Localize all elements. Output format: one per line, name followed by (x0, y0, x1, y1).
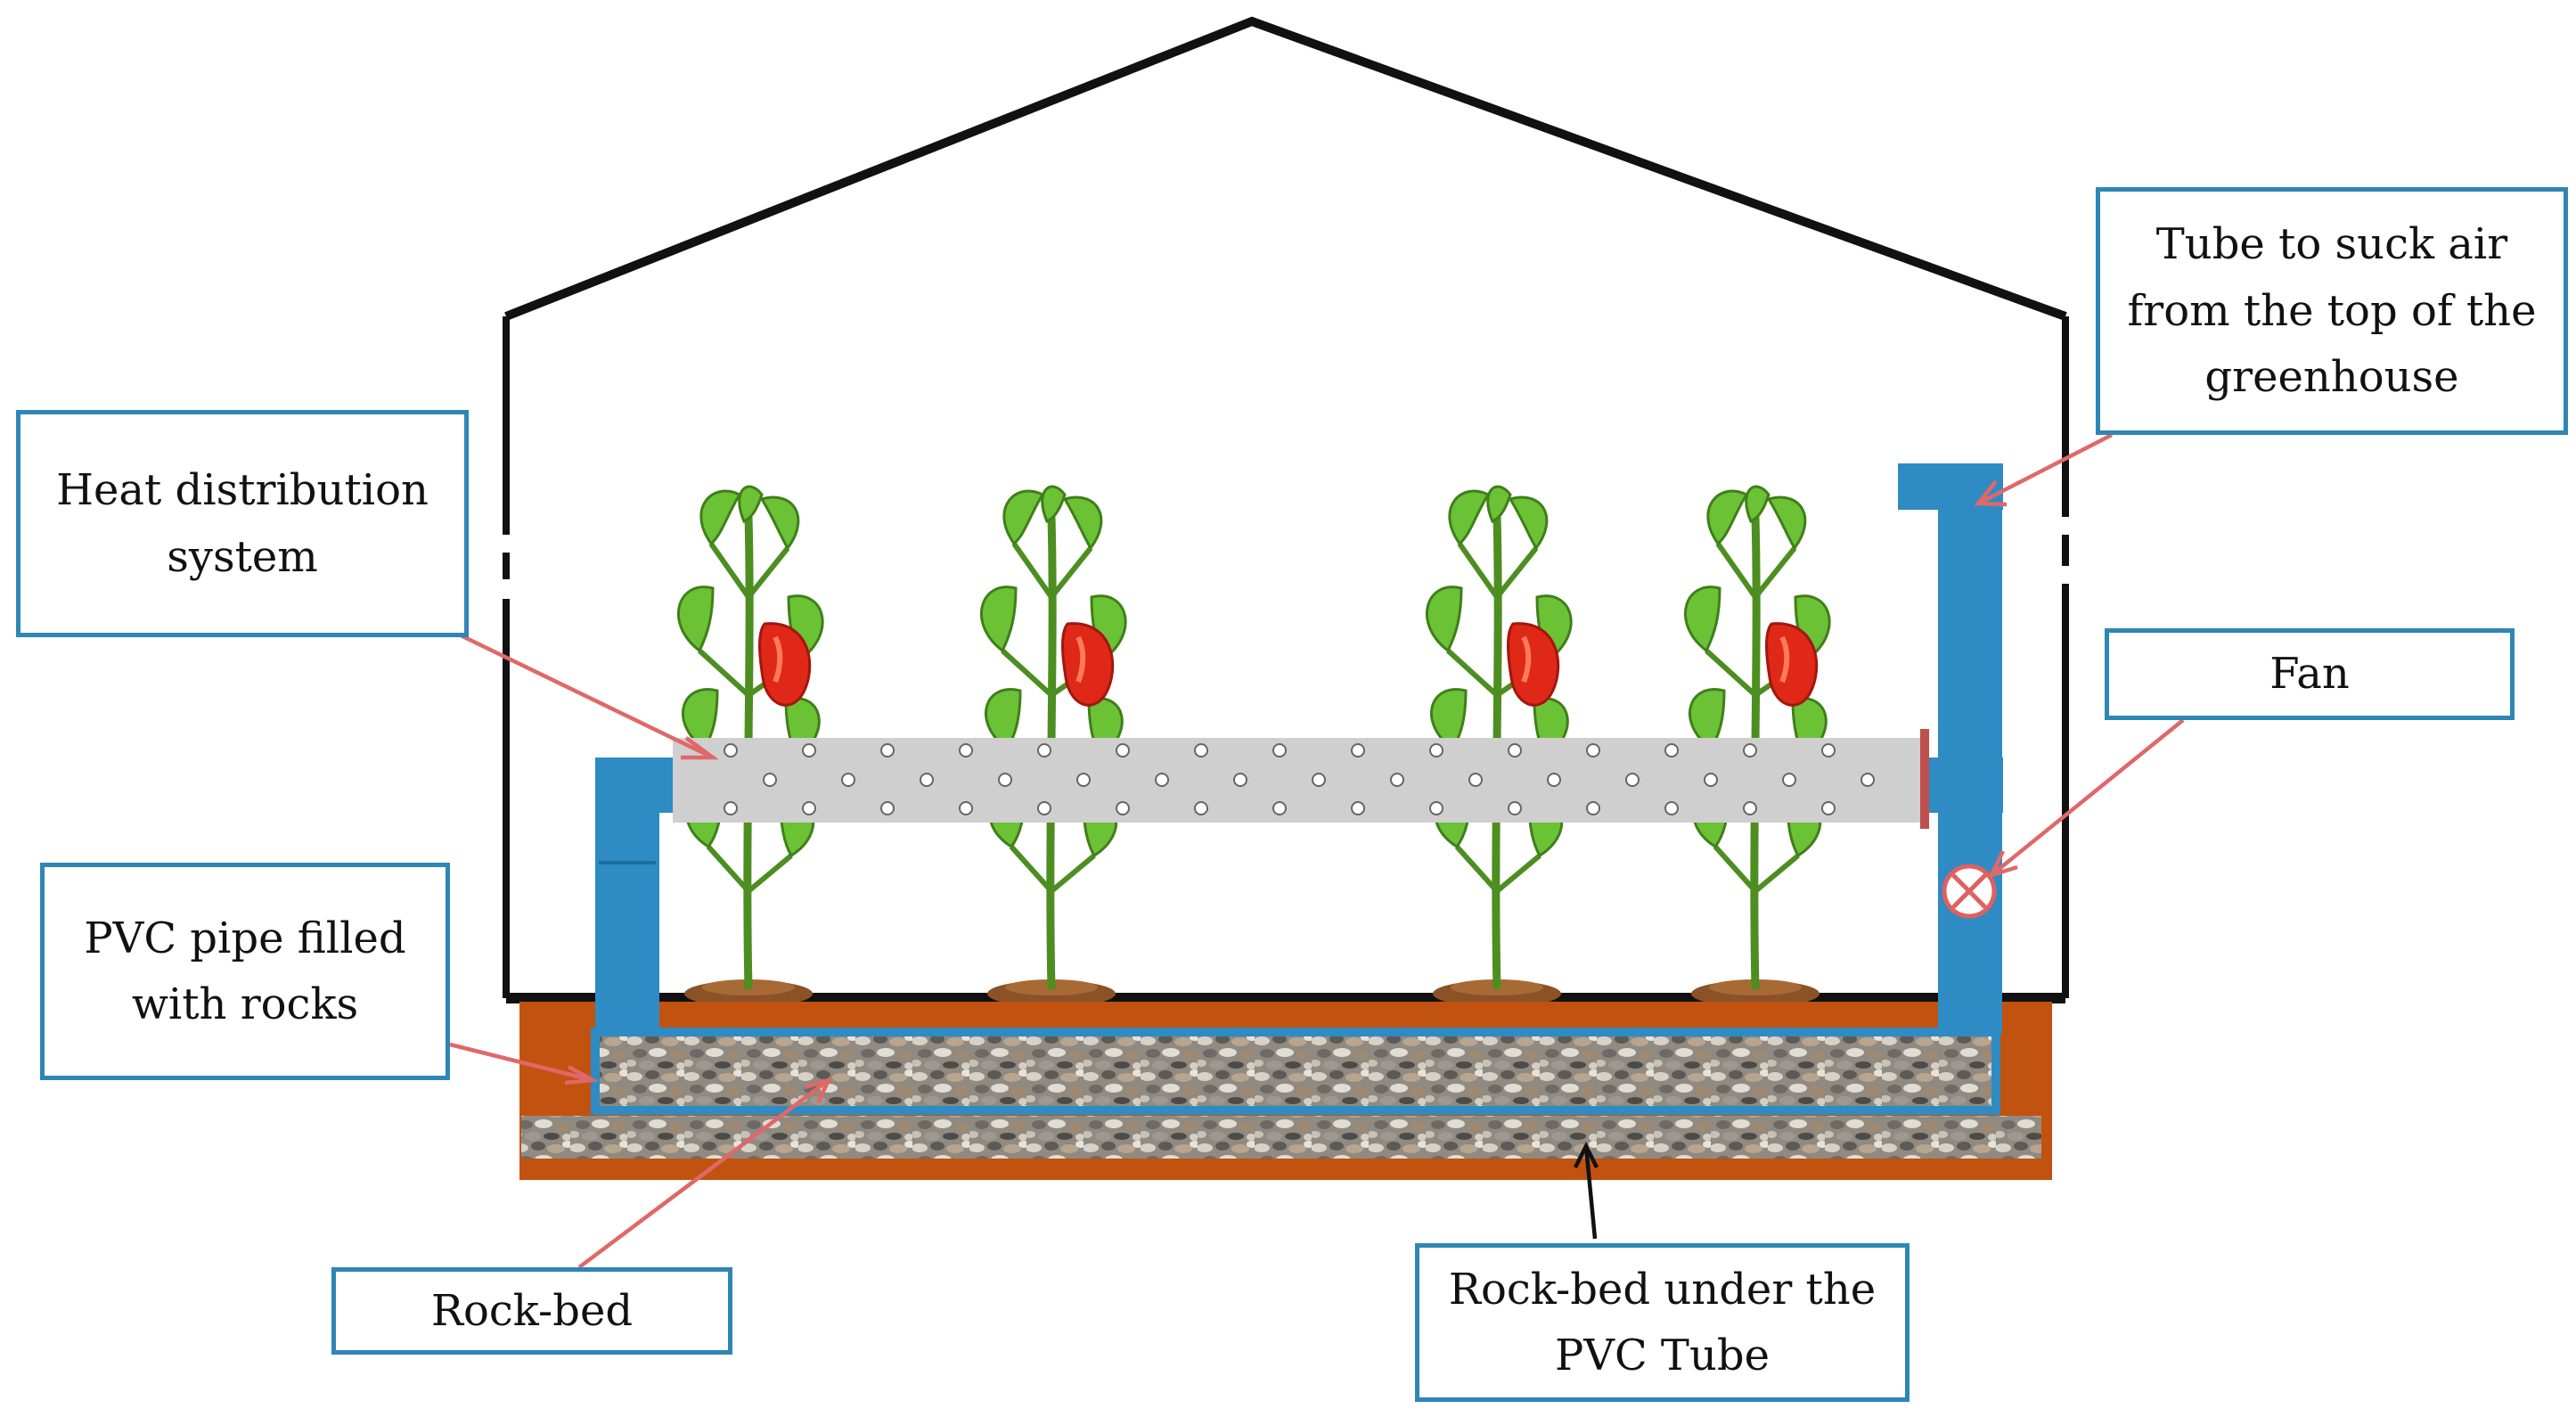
pipe-hole (1076, 773, 1091, 787)
label-line: Rock-bed (430, 1285, 634, 1336)
pipe-hole (1664, 743, 1679, 758)
greenhouse-roof (504, 16, 2067, 321)
pipe-hole (1586, 743, 1600, 758)
pipe-hole (1704, 773, 1718, 787)
pipe-hole (880, 801, 895, 815)
pipe-hole (1664, 801, 1679, 815)
pipe-hole (1155, 773, 1169, 787)
label-line: system (167, 531, 318, 582)
pipe-hole (1351, 801, 1365, 815)
label-line: Fan (2269, 649, 2350, 700)
pipe-hole (920, 773, 934, 787)
pipe-hole (763, 773, 777, 787)
left-blue-pipe (595, 758, 675, 1034)
label-fan: Fan (2105, 628, 2515, 720)
pipe-hole (1743, 801, 1757, 815)
pipe-hole (1312, 773, 1326, 787)
pipe-hole (1194, 801, 1208, 815)
pipe-hole (1116, 801, 1130, 815)
pipe-hole (1508, 743, 1522, 758)
pipe-hole (1351, 743, 1365, 758)
pipe-hole (841, 773, 855, 787)
pipe-hole (1468, 773, 1483, 787)
pipe-hole (724, 743, 738, 758)
pipe-hole (1821, 801, 1836, 815)
pipe-hole (1037, 801, 1051, 815)
fan-icon (1942, 864, 1997, 919)
pipe-hole (1429, 801, 1443, 815)
label-line: Tube to suck air (2155, 219, 2508, 270)
pipe-hole (1272, 801, 1287, 815)
pipe-hole (1390, 773, 1404, 787)
arrow-heat-distribution (458, 632, 719, 760)
pipe-hole (1586, 801, 1600, 815)
label-line: PVC Tube (1554, 1331, 1770, 1380)
label-line: greenhouse (2204, 352, 2459, 403)
label-pvc-pipe-filled-with-rocks: PVC pipe filled with rocks (40, 863, 450, 1080)
label-line: Rock-bed under the (1448, 1264, 1877, 1315)
pipe-hole (998, 773, 1012, 787)
label-line: from the top of the (2127, 285, 2537, 336)
pipe-hole (1625, 773, 1640, 787)
arrow-rock-bed (577, 1077, 833, 1269)
label-heat-distribution-system: Heat distribution system (16, 410, 469, 637)
label-line: with rocks (131, 979, 359, 1029)
label-line: Heat distribution (56, 465, 429, 516)
pipe-hole (1194, 743, 1208, 758)
pipe-hole (802, 743, 816, 758)
pipe-hole (1860, 773, 1875, 787)
pvc-pipe-with-rocks (591, 1028, 2000, 1115)
pipe-hole (1037, 743, 1051, 758)
pipe-hole (1116, 743, 1130, 758)
pipe-hole (1272, 743, 1287, 758)
pipe-hole (880, 743, 895, 758)
arrow-tube-suck-air (1974, 432, 2114, 507)
pipe-hole (959, 743, 973, 758)
arrow-fan (1987, 718, 2185, 879)
label-line: PVC pipe filled (84, 913, 406, 963)
pipe-hole (1743, 743, 1757, 758)
pipe-hole (959, 801, 973, 815)
arrows (449, 432, 2185, 1269)
arrow-pvc-pipe (449, 1042, 600, 1085)
rock-bed-under-tube (521, 1116, 2041, 1159)
pipe-hole (1547, 773, 1561, 787)
heat-distribution-pipe (673, 729, 1929, 829)
right-blue-pipe (1898, 463, 2003, 1034)
pipe-hole (1821, 743, 1836, 758)
greenhouse-walls (503, 316, 2069, 1003)
pipe-hole (1782, 773, 1796, 787)
label-rock-bed: Rock-bed (331, 1267, 732, 1355)
pipe-hole (1508, 801, 1522, 815)
label-tube-suck-air: Tube to suck air from the top of the gre… (2096, 187, 2568, 435)
pipe-hole (1233, 773, 1247, 787)
pipe-hole (802, 801, 816, 815)
label-rock-bed-under-pvc-tube: Rock-bed under the PVC Tube (1415, 1243, 1910, 1402)
pipe-hole (1429, 743, 1443, 758)
pipe-hole (724, 801, 738, 815)
arrow-rock-bed-under (1573, 1141, 1599, 1240)
